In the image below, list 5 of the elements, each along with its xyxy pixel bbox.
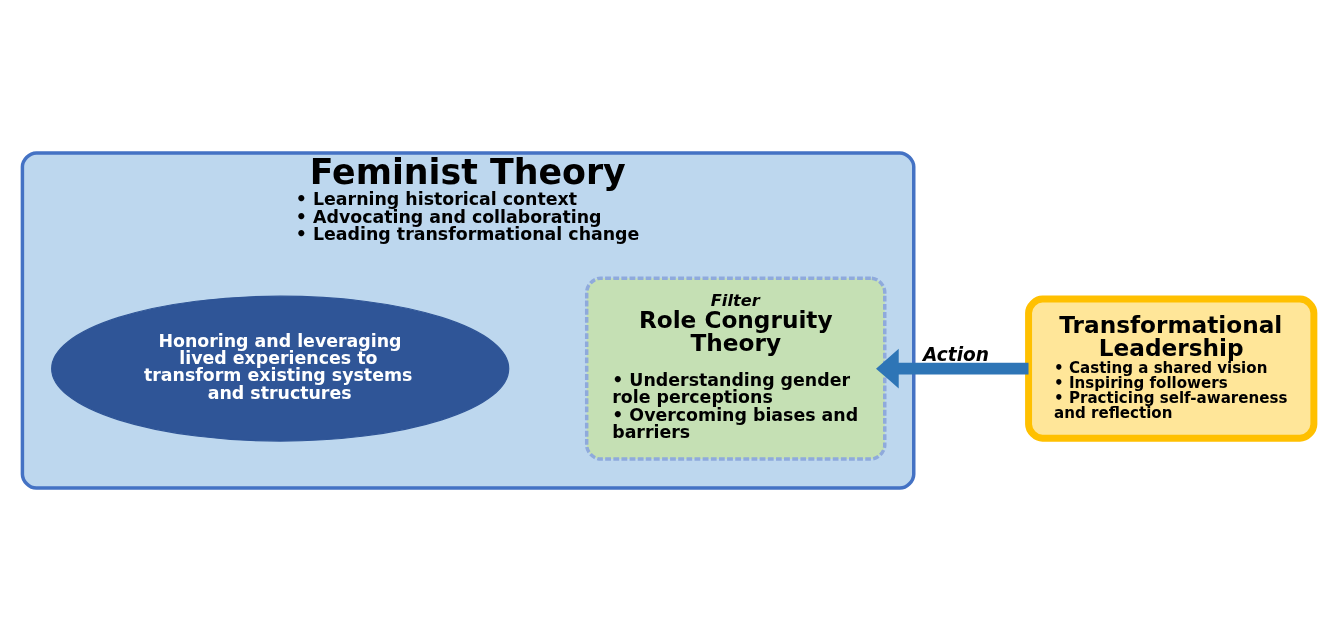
node-box: Transformational Leadership • Casting a shared vision • Inspiring followers • Practicing self-awareness and reflection bbox=[1025, 295, 1318, 442]
arrow bbox=[876, 348, 1029, 388]
node-ellipse: Honoring and leveraging lived experiences to transform existing systems and structures bbox=[51, 295, 510, 442]
edge-label: Action bbox=[923, 343, 989, 365]
node-box: Filter Role Congruity Theory • Understanding gender role perceptions • Overcoming biases and barriers bbox=[584, 275, 887, 461]
